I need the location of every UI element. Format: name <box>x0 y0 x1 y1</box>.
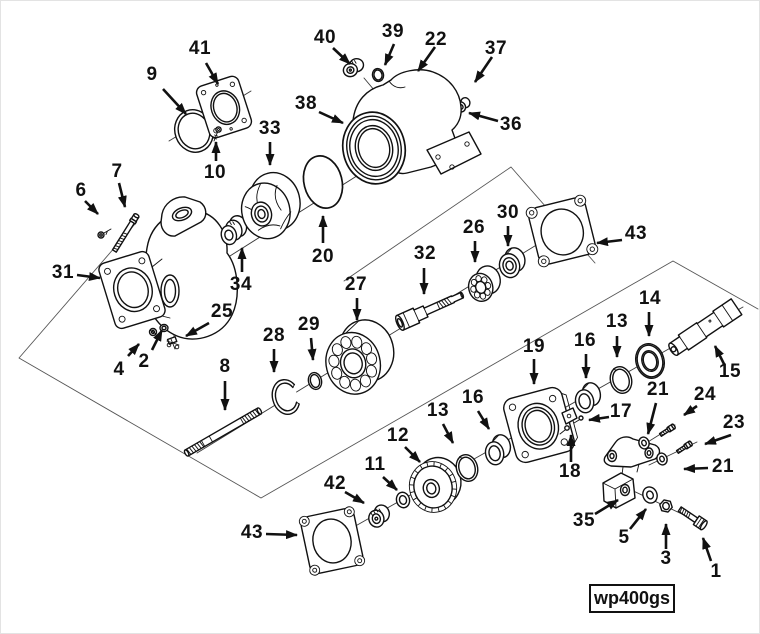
callout-36: 36 <box>499 114 523 135</box>
part-oil-seal <box>635 343 665 379</box>
callout-25: 25 <box>210 301 234 322</box>
callout-37: 37 <box>484 38 508 59</box>
part-o-ring-small <box>371 67 385 83</box>
callout-8: 8 <box>219 356 231 377</box>
callout-35: 35 <box>572 510 596 531</box>
part-cover-flange <box>195 75 253 139</box>
callout-12: 12 <box>386 425 410 446</box>
callout-22: 22 <box>424 29 448 50</box>
callout-13: 13 <box>605 311 629 332</box>
part-gasket <box>525 194 599 268</box>
part-impeller <box>240 171 301 240</box>
callout-19: 19 <box>522 336 546 357</box>
callout-4: 4 <box>113 359 125 380</box>
callout-28: 28 <box>262 325 286 346</box>
callout-1: 1 <box>710 561 722 582</box>
part-bearing-carrier-flange <box>503 386 578 464</box>
callout-16: 16 <box>461 387 485 408</box>
part-ball-bearing <box>467 265 501 302</box>
part-fitting-cluster <box>166 336 180 350</box>
part-bracket-bolt <box>675 440 693 454</box>
callout-30: 30 <box>496 202 520 223</box>
callout-10: 10 <box>203 162 227 183</box>
callout-7: 7 <box>111 161 123 182</box>
part-screw-small <box>97 228 112 239</box>
callout-2: 2 <box>138 351 150 372</box>
callout-21: 21 <box>711 456 735 477</box>
part-cover-bolt <box>213 126 222 142</box>
figure-code-label: wp400gs <box>589 584 675 613</box>
part-hex-bolt-long <box>111 213 140 253</box>
callout-14: 14 <box>638 288 662 309</box>
callout-26: 26 <box>462 217 486 238</box>
part-flat-washer <box>656 452 668 466</box>
part-seal-ring <box>455 454 479 482</box>
part-spacer-collar <box>574 382 602 414</box>
part-outlet-elbow <box>341 69 482 185</box>
part-o-ring-large <box>302 155 344 209</box>
callout-41: 41 <box>188 38 212 59</box>
part-drive-gear <box>408 456 462 513</box>
callout-33: 33 <box>258 118 282 139</box>
part-hex-nut <box>659 499 673 513</box>
part-drain-washer <box>159 323 169 333</box>
part-set-screw <box>573 415 584 424</box>
callout-39: 39 <box>381 21 405 42</box>
callout-42: 42 <box>323 473 347 494</box>
part-pump-shaft <box>394 291 465 331</box>
callout-21: 21 <box>646 379 670 400</box>
callout-18: 18 <box>558 461 582 482</box>
part-flat-washer <box>638 436 650 450</box>
part-hex-bolt <box>677 506 708 531</box>
callout-20: 20 <box>311 246 335 267</box>
part-lock-nut <box>368 504 391 528</box>
callout-34: 34 <box>229 274 253 295</box>
callout-15: 15 <box>718 361 742 382</box>
part-roller-bearing-large <box>325 319 395 395</box>
callout-16: 16 <box>573 330 597 351</box>
callout-31: 31 <box>51 262 75 283</box>
callout-9: 9 <box>146 64 158 85</box>
callout-5: 5 <box>618 527 630 548</box>
callout-11: 11 <box>364 454 386 475</box>
callout-32: 32 <box>413 243 437 264</box>
callout-23: 23 <box>722 412 746 433</box>
part-o-ring-seal <box>173 109 215 153</box>
part-o-ring-shaft <box>307 371 323 391</box>
part-drain-nut <box>148 327 158 337</box>
part-gasket <box>298 506 366 576</box>
callout-40: 40 <box>313 27 337 48</box>
callout-13: 13 <box>426 400 450 421</box>
part-bracket-bolt <box>658 423 676 437</box>
part-bearing-seal <box>498 247 526 279</box>
callout-6: 6 <box>75 180 87 201</box>
callout-43: 43 <box>240 522 264 543</box>
plane-outline <box>18 223 759 499</box>
callout-24: 24 <box>693 384 717 405</box>
part-snap-ring <box>271 379 300 415</box>
part-plug <box>342 57 365 78</box>
part-ear-bolt <box>559 425 570 435</box>
part-splined-shaft <box>183 407 263 457</box>
callout-43: 43 <box>624 223 648 244</box>
part-stub-shaft <box>668 298 743 356</box>
callout-3: 3 <box>660 548 672 569</box>
callout-27: 27 <box>344 274 368 295</box>
part-seal-ring <box>609 366 633 394</box>
part-pump-housing <box>143 196 238 340</box>
part-shaft-spacer <box>220 215 248 246</box>
part-inlet-flange <box>98 250 166 330</box>
part-spacer-collar <box>484 434 512 466</box>
callout-29: 29 <box>297 314 321 335</box>
callout-38: 38 <box>294 93 318 114</box>
part-spring-washer <box>642 486 658 504</box>
callout-17: 17 <box>609 401 633 422</box>
part-lock-washer <box>395 491 411 509</box>
